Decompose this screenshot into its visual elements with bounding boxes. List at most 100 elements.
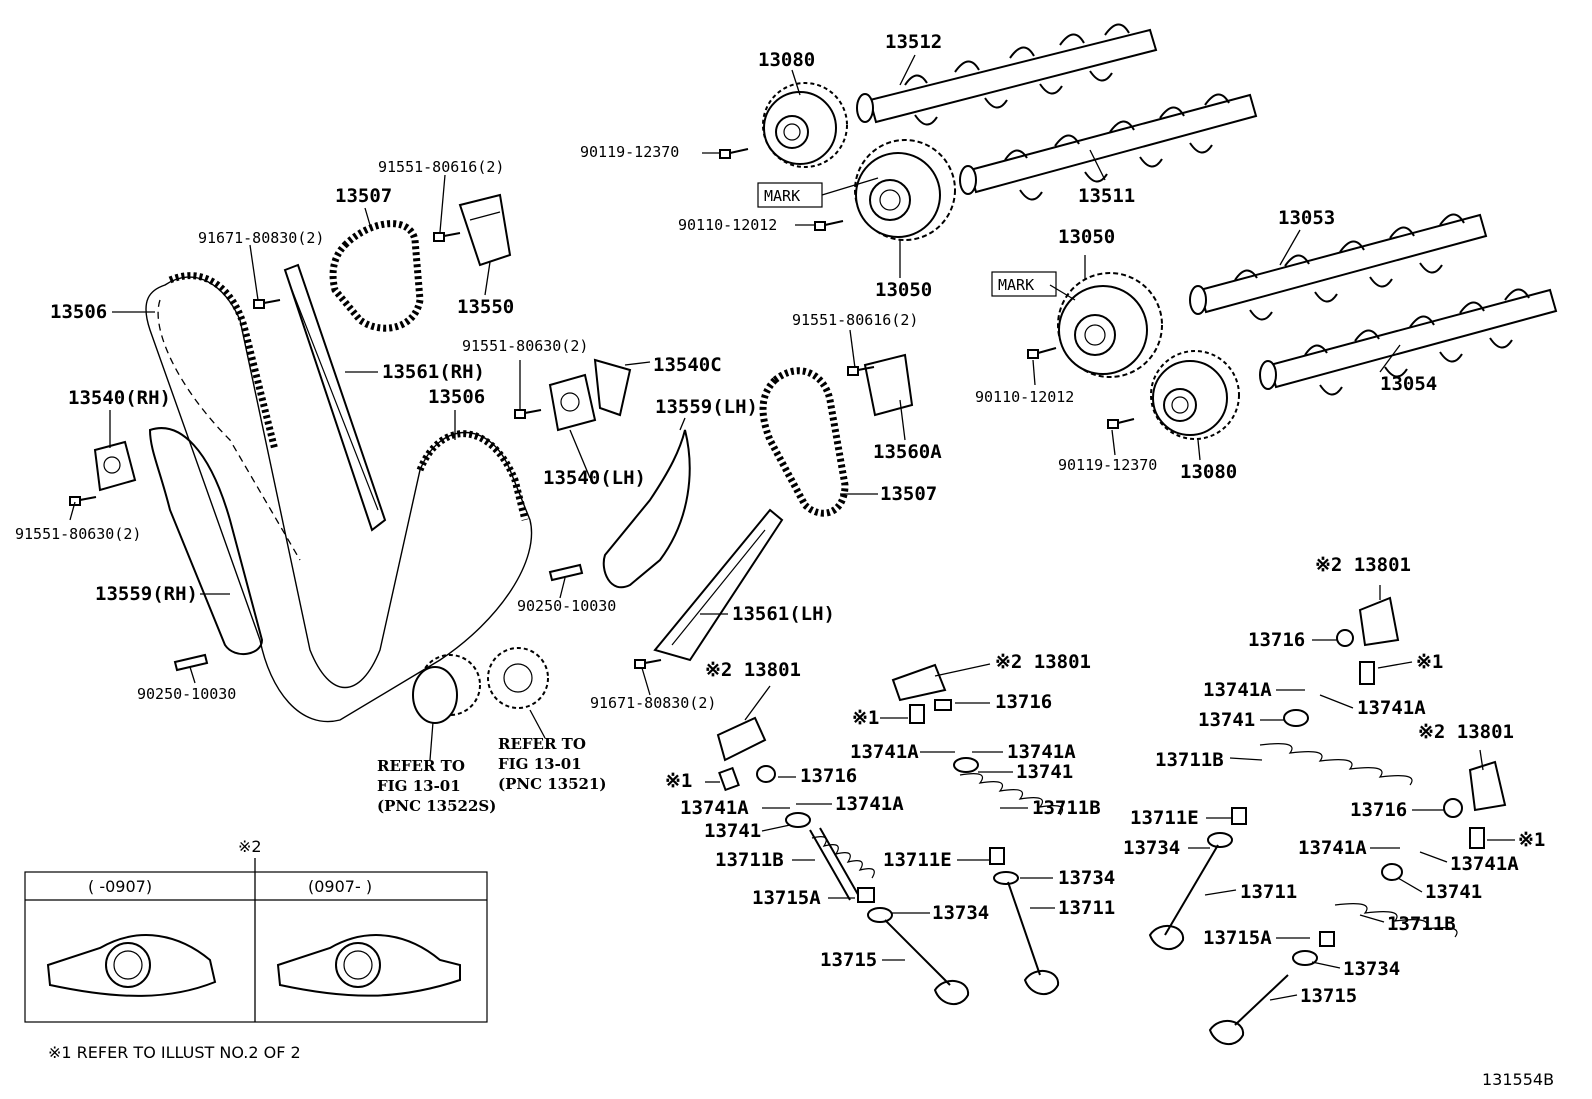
callout-13801-set4: ※2 13801 [1418, 721, 1514, 743]
callout-91671-80830-lower: 91671-80830(2) [590, 694, 716, 712]
callout-labels: 13080 13512 90119-12370 MARK 13511 90110… [15, 31, 1545, 1007]
callout-13080-lower: 13080 [1180, 461, 1237, 483]
callout-13741a-set1-left: 13741A [680, 797, 749, 819]
callout-90250-10030-left: 90250-10030 [137, 685, 236, 703]
refer-to-1-line3: (PNC 13522S) [377, 797, 496, 815]
callout-13540-rh: 13540(RH) [68, 387, 171, 409]
inset-frame [24, 871, 488, 1023]
chain-guide-13561-lh [653, 508, 784, 662]
callout-13711b-set2: 13711B [1032, 797, 1101, 819]
inset-col1-header: ( -0907) [88, 877, 152, 896]
mark-label-lower: MARK [998, 276, 1034, 294]
callout-90119-12370-lower: 90119-12370 [1058, 456, 1157, 474]
refer-to-1-line1: REFER TO [377, 757, 465, 775]
callout-13741a-set4-left: 13741A [1298, 837, 1367, 859]
callout-13715-set1: 13715 [820, 949, 877, 971]
callout-13716-set3: 13716 [1248, 629, 1305, 651]
inset-col2-header: (0907- ) [308, 877, 372, 896]
callout-91671-80830-upper: 91671-80830(2) [198, 229, 324, 247]
callout-13540c: 13540C [653, 354, 722, 376]
vvt-gear-13080-upper [762, 82, 848, 168]
callout-13550: 13550 [457, 296, 514, 318]
rocker-arm-late-icon [276, 934, 461, 997]
callout-13711b-set1: 13711B [715, 849, 784, 871]
callout-13053: 13053 [1278, 207, 1335, 229]
callout-13741a-set4-right: 13741A [1450, 853, 1519, 875]
callout-13741-set3: 13741 [1198, 709, 1255, 731]
callout-13559-rh: 13559(RH) [95, 583, 198, 605]
callout-13506-left: 13506 [50, 301, 107, 323]
callout-13711-set3: 13711 [1240, 881, 1297, 903]
tensioner-plate-13540c [593, 358, 632, 417]
callout-13711b-set4: 13711B [1387, 913, 1456, 935]
callout-13741-set4: 13741 [1425, 881, 1482, 903]
callout-x1-set2: ※1 [852, 707, 879, 729]
callout-13561-lh: 13561(LH) [732, 603, 835, 625]
callout-x1-set3: ※1 [1416, 651, 1443, 673]
callout-13801-set3: ※2 13801 [1315, 554, 1411, 576]
camshaft-13512 [856, 23, 1158, 126]
callout-13741a-set2-left: 13741A [850, 741, 919, 763]
callout-13741a-set3-left: 13741A [1203, 679, 1272, 701]
callout-13511: 13511 [1078, 185, 1135, 207]
inset-rocker-arm-variants: ※2 ( -0907) (0907- ) [24, 837, 488, 1023]
refer-to-2-line3: (PNC 13521) [498, 775, 607, 793]
callout-91551-80630-mid: 91551-80630(2) [462, 337, 588, 355]
callout-13711-set2: 13711 [1058, 897, 1115, 919]
callout-13734-set4: 13734 [1343, 958, 1400, 980]
callout-13741a-set2-right: 13741A [1007, 741, 1076, 763]
refer-to-2-line2: FIG 13-01 [498, 755, 582, 773]
callout-13506-mid: 13506 [428, 386, 485, 408]
mark-box-lower [991, 271, 1057, 297]
refer-to-1-line2: FIG 13-01 [377, 777, 461, 795]
tensioner-13550 [458, 193, 512, 267]
vvt-gear-13080-lower [1150, 350, 1240, 440]
valvetrain-set-3 [1148, 596, 1413, 950]
callout-13716-set1: 13716 [800, 765, 857, 787]
drawing-id: 131554B [1482, 1070, 1554, 1089]
crank-sprocket-icons [412, 647, 549, 724]
callout-13050-upper: 13050 [875, 279, 932, 301]
leader-lines [69, 54, 1515, 1001]
callout-13711e-set3: 13711E [1130, 807, 1199, 829]
callout-x1-set1: ※1 [665, 770, 692, 792]
camshaft-13511 [959, 93, 1258, 201]
callout-90119-12370-upper: 90119-12370 [580, 143, 679, 161]
callout-91551-80616-mid: 91551-80616(2) [792, 311, 918, 329]
camshaft-13053 [1189, 213, 1488, 321]
callout-13741-set1: 13741 [704, 820, 761, 842]
timing-chain-13507-lower [759, 367, 849, 517]
callout-13540-lh: 13540(LH) [543, 467, 646, 489]
callout-13741a-set3-right: 13741A [1357, 697, 1426, 719]
callout-90110-12012-lower: 90110-12012 [975, 388, 1074, 406]
callout-13801-set1: ※2 13801 [705, 659, 801, 681]
callout-13734-set2: 13734 [1058, 867, 1115, 889]
callout-90250-10030-mid: 90250-10030 [517, 597, 616, 615]
callout-13741a-set1-right: 13741A [835, 793, 904, 815]
callout-13711e-set2: 13711E [883, 849, 952, 871]
mark-label-upper: MARK [764, 187, 800, 205]
callout-13716-set2: 13716 [995, 691, 1052, 713]
rocker-arm-early-icon [46, 934, 217, 997]
chain-guide-13561-rh [283, 263, 387, 532]
callout-13715-set4: 13715 [1300, 985, 1357, 1007]
callout-13050-lower: 13050 [1058, 226, 1115, 248]
timing-chain-13506-main [145, 272, 533, 723]
camshaft-13054 [1259, 288, 1558, 396]
vvt-gear-13050-lower [1057, 272, 1163, 378]
callout-91551-80630-left: 91551-80630(2) [15, 525, 141, 543]
valvetrain-set-1 [716, 716, 970, 1005]
footnote: ※1 REFER TO ILLUST NO.2 OF 2 [48, 1043, 301, 1062]
callout-13080-upper: 13080 [758, 49, 815, 71]
callout-13801-set2: ※2 13801 [995, 651, 1091, 673]
tensioner-13540-lh [548, 373, 597, 432]
callout-13559-lh: 13559(LH) [655, 396, 758, 418]
valvetrain-set-2 [891, 663, 1064, 995]
callout-13507-upper: 13507 [335, 185, 392, 207]
valvetrain-set-4 [1208, 760, 1507, 1045]
callout-x1-set4: ※1 [1518, 829, 1545, 851]
callout-13507-lower: 13507 [880, 483, 937, 505]
chain-slipper-13559-lh [602, 429, 691, 589]
callout-91551-80616-upper: 91551-80616(2) [378, 158, 504, 176]
